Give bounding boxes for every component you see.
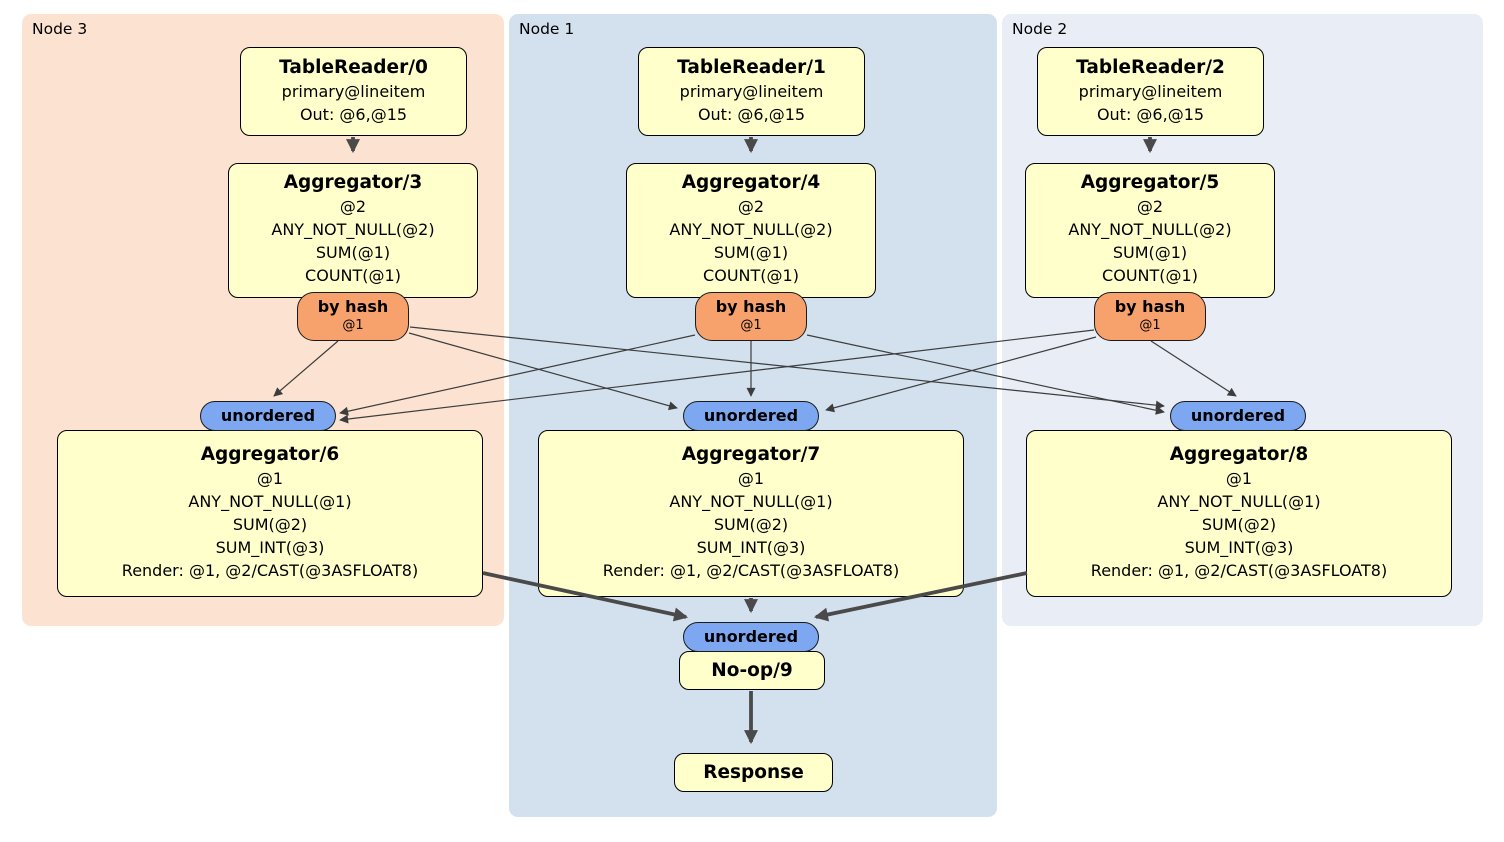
processor-title: Aggregator/3 bbox=[283, 172, 423, 193]
processor-title: TableReader/0 bbox=[279, 57, 428, 78]
router-label: by hash bbox=[715, 297, 787, 316]
processor-detail: COUNT(@1) bbox=[703, 266, 799, 285]
processor-title: Aggregator/6 bbox=[200, 444, 340, 465]
processor-detail: Render: @1, @2/CAST(@3ASFLOAT8) bbox=[121, 561, 419, 580]
processor-detail: primary@lineitem bbox=[1078, 82, 1223, 101]
panel-node2-label: Node 2 bbox=[1012, 20, 1068, 38]
processor-title: Aggregator/7 bbox=[681, 444, 821, 465]
router-columns: @1 bbox=[1139, 318, 1161, 333]
aggregator-6-node: Aggregator/6 @1 ANY_NOT_NULL(@1) SUM(@2)… bbox=[57, 430, 483, 597]
router-by-hash-0: by hash @1 bbox=[297, 292, 409, 341]
table-reader-1-node: TableReader/1 primary@lineitem Out: @6,@… bbox=[638, 47, 865, 136]
processor-title: Response bbox=[703, 762, 804, 783]
router-label: by hash bbox=[317, 297, 389, 316]
stream-unordered-final: unordered bbox=[683, 622, 819, 652]
processor-title: Aggregator/4 bbox=[681, 172, 821, 193]
aggregator-8-node: Aggregator/8 @1 ANY_NOT_NULL(@1) SUM(@2)… bbox=[1026, 430, 1452, 597]
processor-detail: Render: @1, @2/CAST(@3ASFLOAT8) bbox=[602, 561, 900, 580]
stream-unordered-1: unordered bbox=[683, 401, 819, 431]
processor-detail: ANY_NOT_NULL(@1) bbox=[669, 492, 833, 511]
panel-node3-label: Node 3 bbox=[32, 20, 88, 38]
router-by-hash-2: by hash @1 bbox=[1094, 292, 1206, 341]
processor-detail: @1 bbox=[737, 469, 765, 488]
processor-detail: SUM_INT(@3) bbox=[696, 538, 806, 557]
response-node: Response bbox=[674, 753, 833, 792]
processor-detail: COUNT(@1) bbox=[1102, 266, 1198, 285]
processor-title: Aggregator/5 bbox=[1080, 172, 1220, 193]
processor-detail: @1 bbox=[1225, 469, 1253, 488]
router-columns: @1 bbox=[740, 318, 762, 333]
processor-detail: @2 bbox=[339, 197, 367, 216]
processor-detail: SUM_INT(@3) bbox=[1184, 538, 1294, 557]
processor-detail: ANY_NOT_NULL(@1) bbox=[1157, 492, 1321, 511]
aggregator-3-node: Aggregator/3 @2 ANY_NOT_NULL(@2) SUM(@1)… bbox=[228, 163, 478, 298]
router-by-hash-1: by hash @1 bbox=[695, 292, 807, 341]
aggregator-5-node: Aggregator/5 @2 ANY_NOT_NULL(@2) SUM(@1)… bbox=[1025, 163, 1275, 298]
processor-title: TableReader/1 bbox=[677, 57, 826, 78]
noop-9-node: No-op/9 bbox=[679, 651, 825, 690]
processor-detail: primary@lineitem bbox=[679, 82, 824, 101]
processor-detail: ANY_NOT_NULL(@2) bbox=[271, 220, 435, 239]
processor-detail: COUNT(@1) bbox=[305, 266, 401, 285]
processor-detail: ANY_NOT_NULL(@2) bbox=[1068, 220, 1232, 239]
processor-detail: primary@lineitem bbox=[281, 82, 426, 101]
processor-detail: SUM(@2) bbox=[713, 515, 789, 534]
router-columns: @1 bbox=[342, 318, 364, 333]
processor-title: Aggregator/8 bbox=[1169, 444, 1309, 465]
panel-node1-label: Node 1 bbox=[519, 20, 575, 38]
processor-title: No-op/9 bbox=[711, 660, 793, 681]
table-reader-2-node: TableReader/2 primary@lineitem Out: @6,@… bbox=[1037, 47, 1264, 136]
stream-unordered-0: unordered bbox=[200, 401, 336, 431]
processor-detail: @2 bbox=[737, 197, 765, 216]
processor-title: TableReader/2 bbox=[1076, 57, 1225, 78]
processor-detail: Render: @1, @2/CAST(@3ASFLOAT8) bbox=[1090, 561, 1388, 580]
processor-detail: SUM(@1) bbox=[713, 243, 789, 262]
stream-unordered-2: unordered bbox=[1170, 401, 1306, 431]
processor-detail: @1 bbox=[256, 469, 284, 488]
processor-detail: @2 bbox=[1136, 197, 1164, 216]
processor-detail: SUM(@1) bbox=[1112, 243, 1188, 262]
aggregator-7-node: Aggregator/7 @1 ANY_NOT_NULL(@1) SUM(@2)… bbox=[538, 430, 964, 597]
processor-detail: SUM_INT(@3) bbox=[215, 538, 325, 557]
processor-detail: SUM(@2) bbox=[232, 515, 308, 534]
processor-detail: ANY_NOT_NULL(@1) bbox=[188, 492, 352, 511]
router-label: by hash bbox=[1114, 297, 1186, 316]
processor-detail: Out: @6,@15 bbox=[299, 105, 408, 124]
processor-detail: SUM(@2) bbox=[1201, 515, 1277, 534]
table-reader-0-node: TableReader/0 primary@lineitem Out: @6,@… bbox=[240, 47, 467, 136]
processor-detail: SUM(@1) bbox=[315, 243, 391, 262]
processor-detail: Out: @6,@15 bbox=[1096, 105, 1205, 124]
aggregator-4-node: Aggregator/4 @2 ANY_NOT_NULL(@2) SUM(@1)… bbox=[626, 163, 876, 298]
processor-detail: Out: @6,@15 bbox=[697, 105, 806, 124]
processor-detail: ANY_NOT_NULL(@2) bbox=[669, 220, 833, 239]
